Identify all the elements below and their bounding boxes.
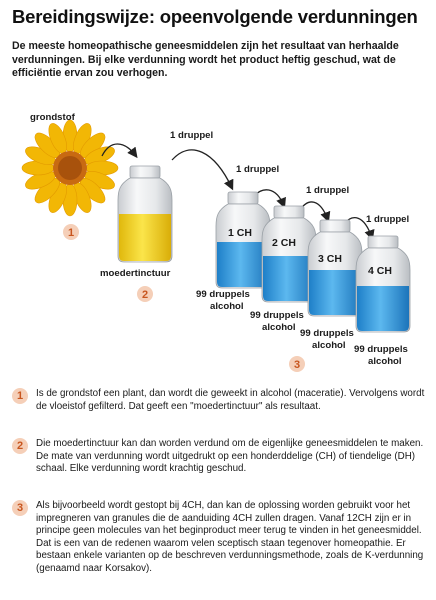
druppel-label-3: 1 druppel [306, 185, 349, 196]
svg-text:2: 2 [142, 289, 148, 301]
intro-text: De meeste homeopathische geneesmiddelen … [12, 40, 399, 80]
arrow-flower-to-tincture [101, 143, 138, 159]
diagram-badge-3: 3 [289, 356, 305, 372]
alcohol-label-3-line1: 99 druppels [300, 328, 354, 339]
step-badge-3: 3 [12, 500, 28, 516]
step-text-2: Die moedertinctuur kan dan worden verdun… [36, 438, 424, 475]
jar-2ch [261, 205, 317, 303]
jar-3ch [307, 219, 363, 317]
step-text-3: Als bijvoorbeeld wordt gestopt bij 4CH, … [36, 500, 424, 574]
svg-text:1: 1 [68, 227, 74, 239]
jar-label-1ch: 1 CH [228, 227, 252, 239]
diagram-badge-2: 2 [137, 286, 153, 302]
druppel-label-2: 1 druppel [236, 164, 279, 175]
dilution-diagram: grondstof moedertinctuur 1 druppel 1 dru… [21, 112, 411, 372]
grondstof-label: grondstof [30, 112, 76, 123]
jar-1ch [215, 191, 271, 289]
jar-label-4ch: 4 CH [368, 265, 392, 277]
arrow-tincture-to-1ch [171, 149, 234, 191]
jar-4ch [355, 235, 411, 333]
moedertinctuur-jar [117, 165, 173, 263]
step-badge-2: 2 [12, 438, 28, 454]
moedertinctuur-label: moedertinctuur [100, 268, 171, 279]
alcohol-label-1-line2: alcohol [210, 301, 244, 312]
page-title: Bereidingswijze: opeenvolgende verdunnin… [12, 6, 418, 27]
diagram-badge-1: 1 [63, 224, 79, 240]
svg-text:3: 3 [294, 359, 300, 371]
alcohol-label-1-line1: 99 druppels [196, 289, 250, 300]
step-badge-1: 1 [12, 388, 28, 404]
alcohol-label-2-line1: 99 druppels [250, 310, 304, 321]
alcohol-label-4-line2: alcohol [368, 356, 402, 367]
alcohol-label-2-line2: alcohol [262, 322, 296, 333]
alcohol-label-4-line1: 99 druppels [354, 344, 408, 355]
druppel-label-4: 1 druppel [366, 214, 409, 225]
flower-icon [21, 119, 119, 217]
step-text-1: Is de grondstof een plant, dan wordt die… [36, 388, 425, 412]
jar-label-3ch: 3 CH [318, 253, 342, 265]
druppel-label-1: 1 druppel [170, 130, 213, 141]
alcohol-label-3-line2: alcohol [312, 340, 346, 351]
jar-label-2ch: 2 CH [272, 237, 296, 249]
